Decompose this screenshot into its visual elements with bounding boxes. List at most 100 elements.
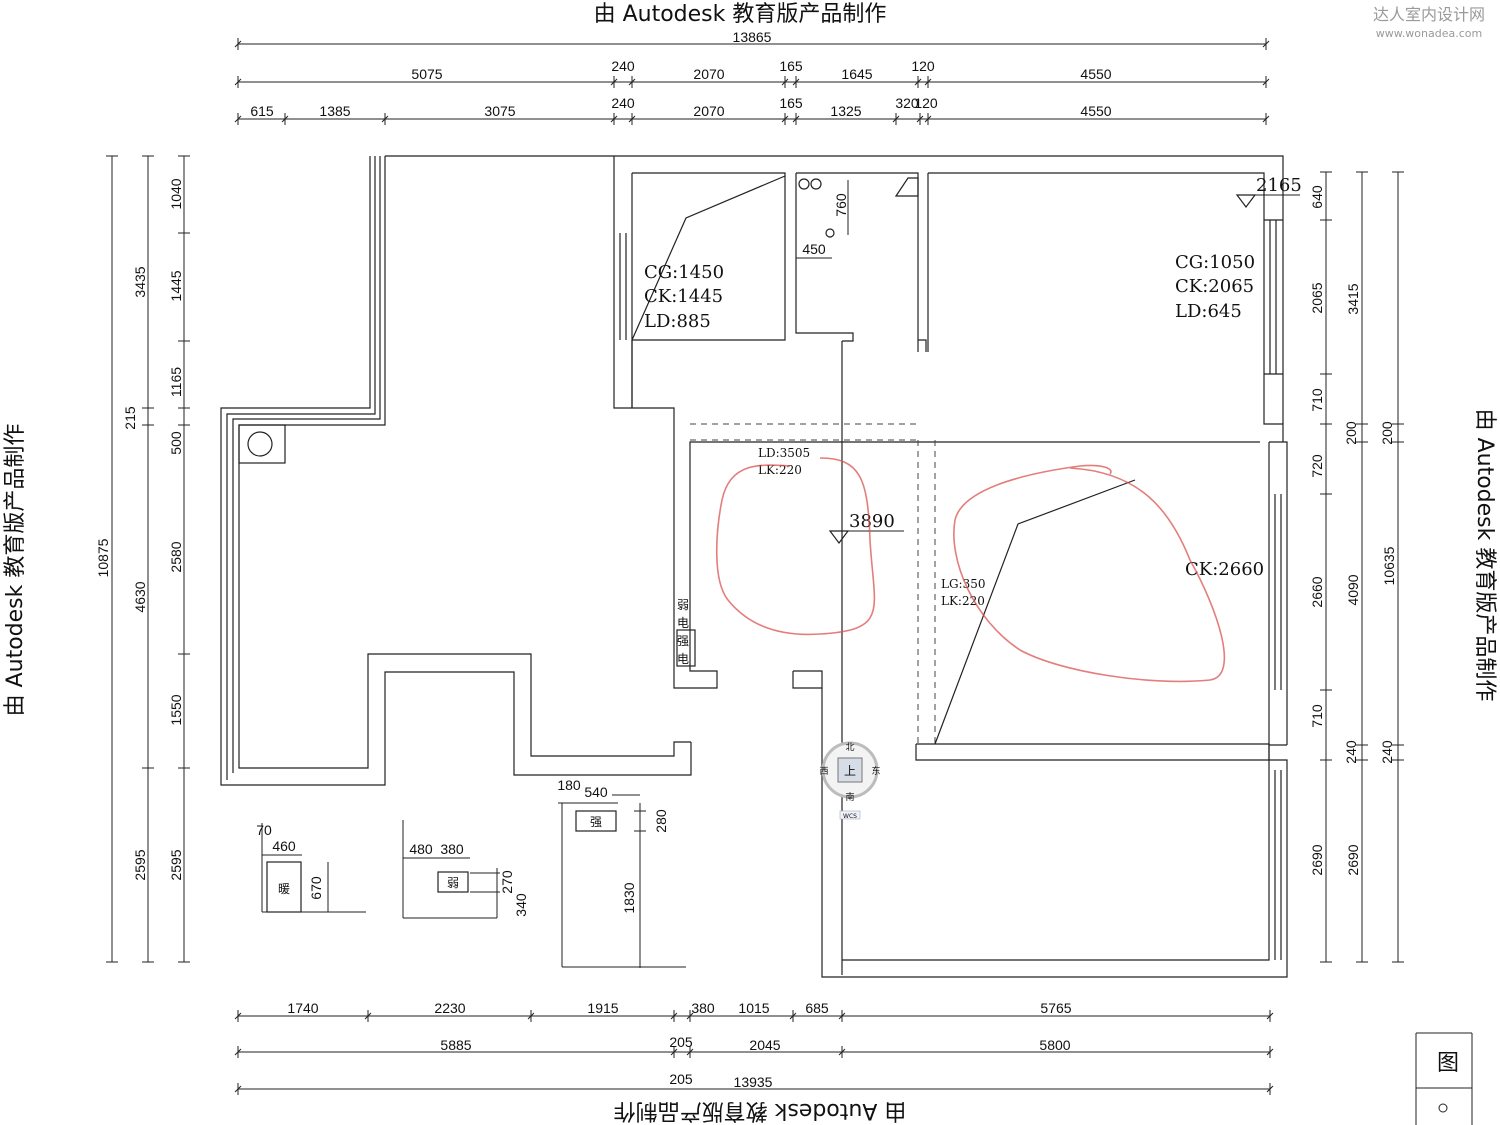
watermark-right: 由 Autodesk 教育版产品制作 bbox=[1472, 409, 1497, 702]
elevation-marker-1: 2165 bbox=[1235, 175, 1302, 208]
view-cube-south[interactable]: 南 bbox=[845, 791, 854, 803]
dim-480: 480 bbox=[409, 841, 433, 857]
dim-bot-r2-3: 2045 bbox=[749, 1037, 780, 1053]
dim-right-in-7: 2690 bbox=[1309, 844, 1325, 875]
dim-bot-r1-4: 380 bbox=[691, 1000, 715, 1016]
dim-left-mid-3: 4630 bbox=[132, 581, 148, 612]
dim-right-in-4: 720 bbox=[1309, 454, 1325, 478]
dim-top-r2-3: 2070 bbox=[693, 66, 724, 82]
dim-left-in-7: 2595 bbox=[168, 849, 184, 880]
right-dimensions: 640 2065 710 720 2660 710 2690 3415 200 … bbox=[1309, 171, 1404, 963]
legend-box: 图 bbox=[1415, 1032, 1473, 1125]
dim-left-in-2: 1445 bbox=[168, 270, 184, 301]
detail-heating-label: 暖 bbox=[278, 882, 290, 896]
brand-name: 达人室内设计网 bbox=[1373, 5, 1485, 24]
detail-strong-label: 强 bbox=[590, 815, 602, 829]
elev-2-text: 3890 bbox=[849, 511, 895, 532]
legend-mark-icon bbox=[1438, 1103, 1448, 1113]
dim-left-in-4: 500 bbox=[168, 431, 184, 455]
dim-top-r3-1: 615 bbox=[250, 103, 274, 119]
dim-right-out-3: 240 bbox=[1379, 740, 1395, 764]
dim-bot-r1-7: 5765 bbox=[1040, 1000, 1071, 1016]
room-a-ck: CK:1445 bbox=[644, 286, 723, 307]
dim-460: 460 bbox=[272, 838, 296, 854]
dim-left-mid-2: 215 bbox=[122, 406, 138, 430]
room-b-cg: CG:1050 bbox=[1175, 252, 1255, 273]
dim-270: 270 bbox=[499, 870, 515, 894]
dim-right-in-2: 2065 bbox=[1309, 282, 1325, 313]
view-cube[interactable]: 上 北 南 东 西 WCS bbox=[819, 741, 881, 820]
dim-top-r2-6: 120 bbox=[911, 58, 935, 74]
living-notes: LD:3505 LK:220 LG:350 LK:220 CK:2660 bbox=[758, 446, 1264, 608]
dim-bot-r2-4: 5800 bbox=[1039, 1037, 1070, 1053]
room-a-ld: LD:885 bbox=[644, 311, 711, 332]
walls-left-balcony bbox=[220, 156, 692, 786]
walls-main bbox=[385, 155, 1288, 978]
dim-180: 180 bbox=[557, 777, 581, 793]
living-b-lk: LK:220 bbox=[941, 594, 985, 608]
dim-top-r3-9: 120 bbox=[914, 95, 938, 111]
watermark-top: 由 Autodesk 教育版产品制作 bbox=[594, 2, 887, 27]
dim-bot-r2-2: 205 bbox=[669, 1034, 693, 1050]
view-cube-wcs[interactable]: WCS bbox=[843, 813, 857, 820]
panel-1: 弱 bbox=[677, 598, 689, 612]
detail-strong-box: 强 180 540 280 1830 bbox=[557, 777, 686, 968]
dim-left-in-6: 1550 bbox=[168, 694, 184, 725]
bottom-dimensions: 1740 2230 1915 380 1015 685 5765 5885 20… bbox=[234, 1000, 1274, 1095]
top-dimensions: 13865 5075 240 2070 165 1645 120 4550 61… bbox=[234, 29, 1270, 125]
dim-340: 340 bbox=[513, 893, 529, 917]
dim-top-r3-4: 240 bbox=[611, 95, 635, 111]
dim-left-mid-4: 2595 bbox=[132, 849, 148, 880]
dim-70: 70 bbox=[256, 822, 272, 838]
elev-1-text: 2165 bbox=[1256, 175, 1302, 196]
windows bbox=[619, 219, 1283, 960]
dim-left-in-1: 1040 bbox=[168, 178, 184, 209]
dim-bot-r1-2: 2230 bbox=[434, 1000, 465, 1016]
dim-right-mid-3: 4090 bbox=[1345, 574, 1361, 605]
living-a-lk: LK:220 bbox=[758, 463, 802, 477]
room-a-notes: CG:1450 CK:1445 LD:885 bbox=[644, 262, 724, 332]
annotation-marks bbox=[715, 457, 1226, 683]
dim-right-mid-1: 3415 bbox=[1345, 283, 1361, 314]
panel-3: 强 bbox=[677, 634, 689, 648]
detail-weak-label: 弱 bbox=[447, 876, 459, 890]
room-a-cg: CG:1450 bbox=[644, 262, 724, 283]
dim-bot-r1-1: 1740 bbox=[287, 1000, 318, 1016]
dim-top-r2-1: 5075 bbox=[411, 66, 442, 82]
living-b-lg: LG:350 bbox=[941, 577, 986, 591]
dim-right-out-1: 200 bbox=[1379, 421, 1395, 445]
dim-right-in-1: 640 bbox=[1309, 185, 1325, 209]
dim-top-r3-7: 1325 bbox=[830, 103, 861, 119]
dim-bot-r2-1: 5885 bbox=[440, 1037, 471, 1053]
dim-left-mid-1: 3435 bbox=[132, 266, 148, 297]
view-cube-north[interactable]: 北 bbox=[845, 742, 854, 753]
dim-left-outer: 10875 bbox=[95, 538, 111, 577]
dim-right-in-6: 710 bbox=[1309, 704, 1325, 728]
dim-bot-r3-1: 205 bbox=[669, 1071, 693, 1087]
left-dimensions: 10875 3435 215 4630 2595 1040 1445 1165 … bbox=[95, 155, 190, 963]
watermark-left: 由 Autodesk 教育版产品制作 bbox=[3, 424, 28, 717]
room-b-ck: CK:2065 bbox=[1175, 276, 1254, 297]
dim-450: 450 bbox=[802, 241, 826, 257]
dim-top-r3-3: 3075 bbox=[484, 103, 515, 119]
dim-right-mid-5: 2690 bbox=[1345, 844, 1361, 875]
view-cube-west[interactable]: 西 bbox=[819, 766, 828, 777]
dim-top-r3-2: 1385 bbox=[319, 103, 350, 119]
bathroom-fixtures: 760 450 bbox=[796, 178, 849, 259]
dim-top-r2-4: 165 bbox=[779, 58, 803, 74]
ck-main: CK:2660 bbox=[1185, 559, 1264, 580]
room-b-ld: LD:645 bbox=[1175, 301, 1242, 322]
dim-380: 380 bbox=[440, 841, 464, 857]
dim-top-r3-8: 320 bbox=[895, 95, 919, 111]
ceiling-guides bbox=[631, 175, 1136, 745]
elevation-marker-2: 3890 bbox=[828, 511, 904, 544]
dim-right-in-5: 2660 bbox=[1309, 576, 1325, 607]
dim-bot-r1-6: 685 bbox=[805, 1000, 829, 1016]
beam-lines bbox=[690, 423, 936, 744]
dim-left-in-3: 1165 bbox=[168, 367, 184, 397]
dim-right-out-2: 10635 bbox=[1381, 546, 1397, 585]
view-cube-face[interactable]: 上 bbox=[844, 764, 856, 778]
dim-bot-r1-5: 1015 bbox=[738, 1000, 769, 1016]
view-cube-east[interactable]: 东 bbox=[871, 765, 880, 777]
